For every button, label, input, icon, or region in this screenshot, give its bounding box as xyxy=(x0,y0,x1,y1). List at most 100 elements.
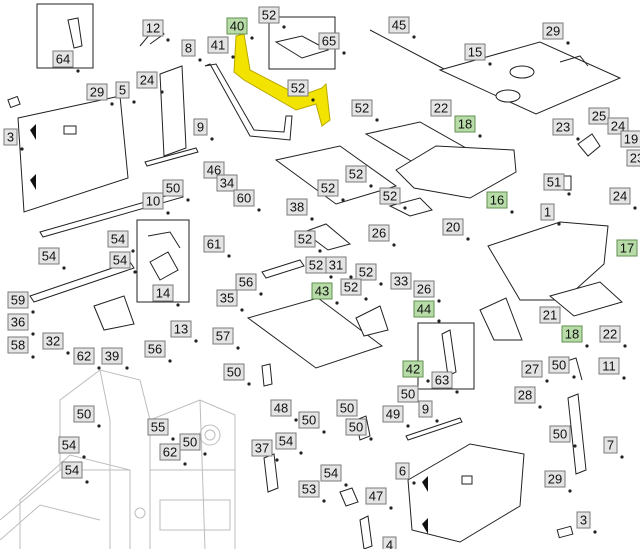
fastener-dot xyxy=(593,530,597,534)
callout-c-21: 21 xyxy=(539,306,561,324)
callout-box xyxy=(340,278,362,296)
callout-box xyxy=(365,487,387,505)
callout-c-52f: 52 xyxy=(379,187,401,205)
callout-c-18a: 18 xyxy=(454,115,476,133)
fastener-dot xyxy=(82,455,86,459)
fastener-dot xyxy=(426,379,430,383)
callout-c-54b: 54 xyxy=(38,247,60,265)
callout-c-12: 12 xyxy=(142,19,164,37)
callout-number: 40 xyxy=(230,19,244,34)
part-65 xyxy=(274,35,330,59)
callout-c-47: 47 xyxy=(365,487,387,505)
callout-number: 9 xyxy=(197,120,204,135)
callout-number: 52 xyxy=(298,232,312,247)
callout-c-52d: 52 xyxy=(345,165,367,183)
chassis-frame xyxy=(0,369,236,549)
callout-box xyxy=(542,22,564,40)
callout-number: 52 xyxy=(355,101,369,116)
fastener-dot xyxy=(573,444,577,448)
callout-box xyxy=(598,357,620,375)
callout-number: 22 xyxy=(603,327,617,342)
callout-box xyxy=(336,399,358,417)
callout-c-65: 65 xyxy=(318,32,340,50)
fastener-dot xyxy=(342,51,346,55)
callout-box xyxy=(486,191,508,209)
callout-box xyxy=(588,107,610,125)
callout-c-52c: 52 xyxy=(351,99,373,117)
fastener-dots xyxy=(20,25,637,534)
fastener-dot xyxy=(299,451,303,455)
callout-number: 52 xyxy=(344,280,358,295)
callout-box xyxy=(390,272,412,290)
part-9-strip xyxy=(144,147,199,167)
callout-number: 3 xyxy=(7,130,14,145)
callout-number: 38 xyxy=(290,200,304,215)
callout-box xyxy=(549,425,571,443)
callout-c-50f: 50 xyxy=(73,405,95,423)
callout-c-52b: 52 xyxy=(287,79,309,97)
detail-box-14 xyxy=(136,219,190,303)
callout-number: 24 xyxy=(611,119,625,134)
callout-box xyxy=(73,347,95,365)
fastener-dot xyxy=(132,100,136,104)
callout-box xyxy=(561,325,583,343)
callout-c-24a: 24 xyxy=(136,71,158,89)
fastener-dot xyxy=(194,339,198,343)
callout-box xyxy=(454,115,476,133)
callout-number: 54 xyxy=(111,232,125,247)
callout-c-15: 15 xyxy=(464,43,486,61)
callout-c-52j: 52 xyxy=(340,278,362,296)
callout-number: 22 xyxy=(434,101,448,116)
callout-box xyxy=(543,173,565,191)
callout-number: 50 xyxy=(349,420,363,435)
fastener-dot xyxy=(538,405,542,409)
callout-c-60: 60 xyxy=(233,189,255,207)
callout-box xyxy=(609,187,631,205)
part-20 xyxy=(388,197,433,217)
callout-c-56a: 56 xyxy=(235,273,257,291)
callout-box xyxy=(58,436,80,454)
callout-number: 10 xyxy=(146,194,160,209)
fastener-dot xyxy=(510,210,514,214)
fastener-dot xyxy=(110,102,114,106)
callout-box xyxy=(544,470,566,488)
fastener-dot xyxy=(31,332,35,336)
part-63 xyxy=(441,329,457,377)
fastener-dot xyxy=(294,418,298,422)
callout-box xyxy=(382,536,397,549)
callout-box xyxy=(258,6,280,24)
callout-c-22a: 22 xyxy=(430,99,452,117)
callout-c-50h: 50 xyxy=(345,418,367,436)
fastener-dot xyxy=(133,270,137,274)
callout-number: 6 xyxy=(399,464,406,479)
callout-c-62a: 62 xyxy=(73,347,95,365)
fastener-dot xyxy=(437,299,441,303)
panel-slot xyxy=(63,125,77,135)
callout-number: 50 xyxy=(166,181,180,196)
fastener-dot xyxy=(231,55,235,59)
callout-c-37: 37 xyxy=(251,439,273,457)
callout-c-59: 59 xyxy=(7,291,29,309)
callout-c-49: 49 xyxy=(382,405,404,423)
fastener-dot xyxy=(176,303,180,307)
fastener-dot xyxy=(31,310,35,314)
callout-box xyxy=(235,273,257,291)
fastener-dot xyxy=(168,359,172,363)
callout-c-42: 42 xyxy=(402,360,424,378)
callout-number: 50 xyxy=(77,407,91,422)
callout-number: 23 xyxy=(556,120,570,135)
callout-number: 57 xyxy=(216,329,230,344)
callout-c-64: 64 xyxy=(52,50,74,68)
part-47 xyxy=(339,487,359,507)
part-42-plate xyxy=(246,297,384,369)
callout-box xyxy=(294,230,316,248)
callout-box xyxy=(179,433,201,451)
panel-slot xyxy=(461,475,473,485)
callout-box xyxy=(395,462,410,480)
fastener-dot xyxy=(62,266,66,270)
callout-number: 18 xyxy=(458,117,472,132)
part-44 xyxy=(355,305,389,337)
callout-c-5: 5 xyxy=(115,81,130,99)
callout-c-58: 58 xyxy=(7,336,29,354)
callout-box xyxy=(305,256,327,274)
